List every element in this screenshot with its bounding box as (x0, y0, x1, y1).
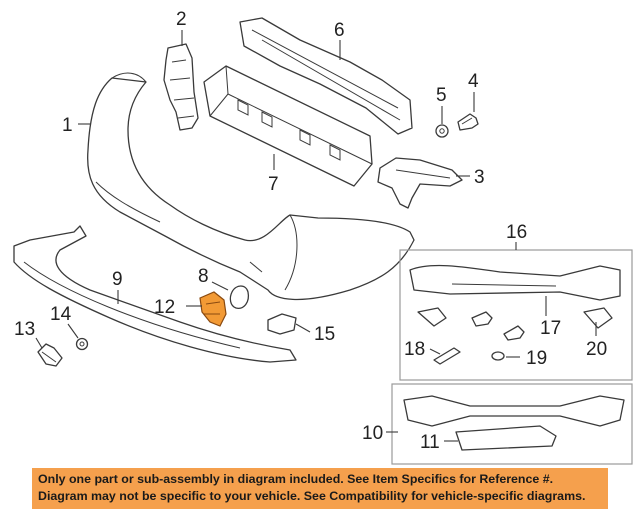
screw (37, 343, 63, 367)
callout-8: 8 (198, 266, 209, 287)
energy-absorber (203, 65, 373, 187)
side-bracket-left (163, 43, 199, 131)
callout-12: 12 (154, 297, 175, 318)
notice-line-2: Diagram may not be specific to your vehi… (38, 489, 586, 503)
callout-3: 3 (474, 167, 485, 188)
callout-2: 2 (176, 9, 187, 30)
callout-7: 7 (268, 174, 279, 195)
callout-5: 5 (436, 85, 447, 106)
callout-11: 11 (420, 432, 440, 453)
callout-13: 13 (14, 319, 35, 340)
tow-hook-cap (229, 285, 250, 309)
reinforcement-beam (239, 17, 413, 135)
notice-line-1: Only one part or sub-assembly in diagram… (38, 472, 554, 486)
leader-lines (35, 30, 597, 442)
bolt (457, 113, 479, 131)
callout-14: 14 (50, 304, 72, 325)
callout-19: 19 (526, 348, 547, 369)
callout-18: 18 (404, 339, 425, 360)
assembly-box-10 (391, 383, 633, 465)
assembly-box-16 (399, 249, 633, 381)
washer (435, 124, 449, 138)
callout-1: 1 (62, 115, 73, 136)
callout-4: 4 (468, 71, 479, 92)
callout-16: 16 (506, 222, 527, 243)
highlighted-bracket (199, 291, 227, 327)
lower-valance (13, 225, 297, 363)
notice-banner: Only one part or sub-assembly in diagram… (32, 468, 608, 509)
side-bracket-right (377, 157, 463, 209)
small-washer (75, 337, 89, 351)
callout-9: 9 (112, 269, 123, 290)
callout-6: 6 (334, 20, 345, 41)
callout-17: 17 (540, 318, 561, 339)
retainer-nut (267, 313, 297, 335)
callout-15: 15 (314, 324, 335, 345)
callout-10: 10 (362, 423, 383, 444)
bumper-cover (86, 72, 415, 301)
callout-20: 20 (586, 339, 607, 360)
